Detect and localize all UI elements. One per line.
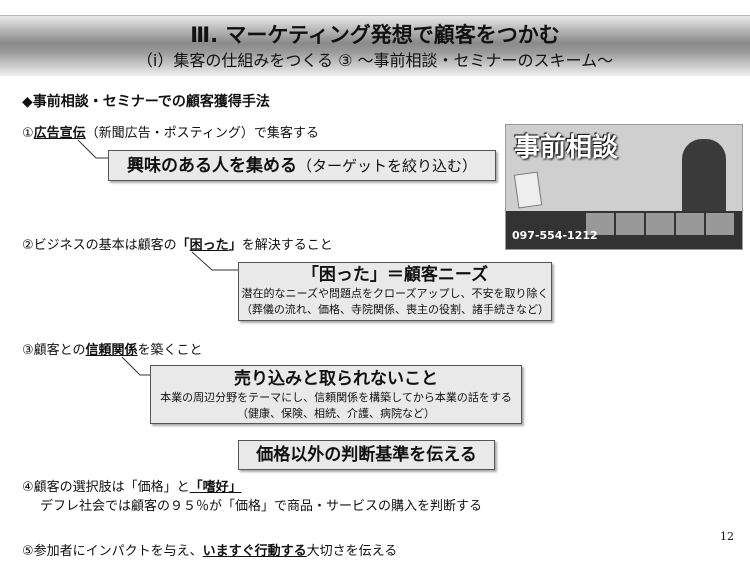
point-2: ②ビジネスの基本は顧客の「困った」を解決すること [22, 238, 333, 253]
title-band [0, 15, 750, 76]
ad-book [513, 171, 543, 209]
advertisement-image: 事前相談 097-554-1212 [505, 124, 743, 250]
box-no-hard-sell: 売り込みと取られないこと本業の周辺分野をテーマにし、信頼関係を構築してから本業の… [150, 365, 522, 424]
ad-phone: 097-554-1212 [512, 229, 598, 242]
section-heading: ◆事前相談・セミナーでの顧客獲得手法 [22, 94, 270, 110]
point-4-detail: デフレ社会では顧客の９５％が「価格」で商品・サービスの購入を判断する [40, 499, 483, 514]
slide-subtitle: （ⅰ）集客の仕組みをつくる ③ ～事前相談・セミナーのスキーム～ [136, 51, 614, 70]
point-5: ⑤参加者にインパクトを与え、いますぐ行動する大切さを伝える [22, 544, 398, 559]
point-4: ④顧客の選択肢は「価格」と「嗜好」 [22, 480, 242, 495]
box-customer-needs: 「困った」＝顧客ニーズ潜在的なニーズや問題点をクローズアップし、不安を取り除く（… [238, 262, 552, 321]
ad-photos [586, 213, 736, 235]
ad-person [682, 139, 726, 215]
point-1: ①広告宣伝（新聞広告・ポスティング）で集客する [22, 126, 319, 141]
slide-title: Ⅲ. マーケティング発想で顧客をつかむ [190, 23, 560, 47]
page-number: 12 [720, 530, 734, 543]
box-non-price-criteria: 価格以外の判断基準を伝える [238, 440, 495, 470]
point-3: ③顧客との信頼関係を築くこと [22, 343, 203, 358]
box-attract-interest: 興味のある人を集める（ターゲットを絞り込む） [108, 150, 496, 181]
